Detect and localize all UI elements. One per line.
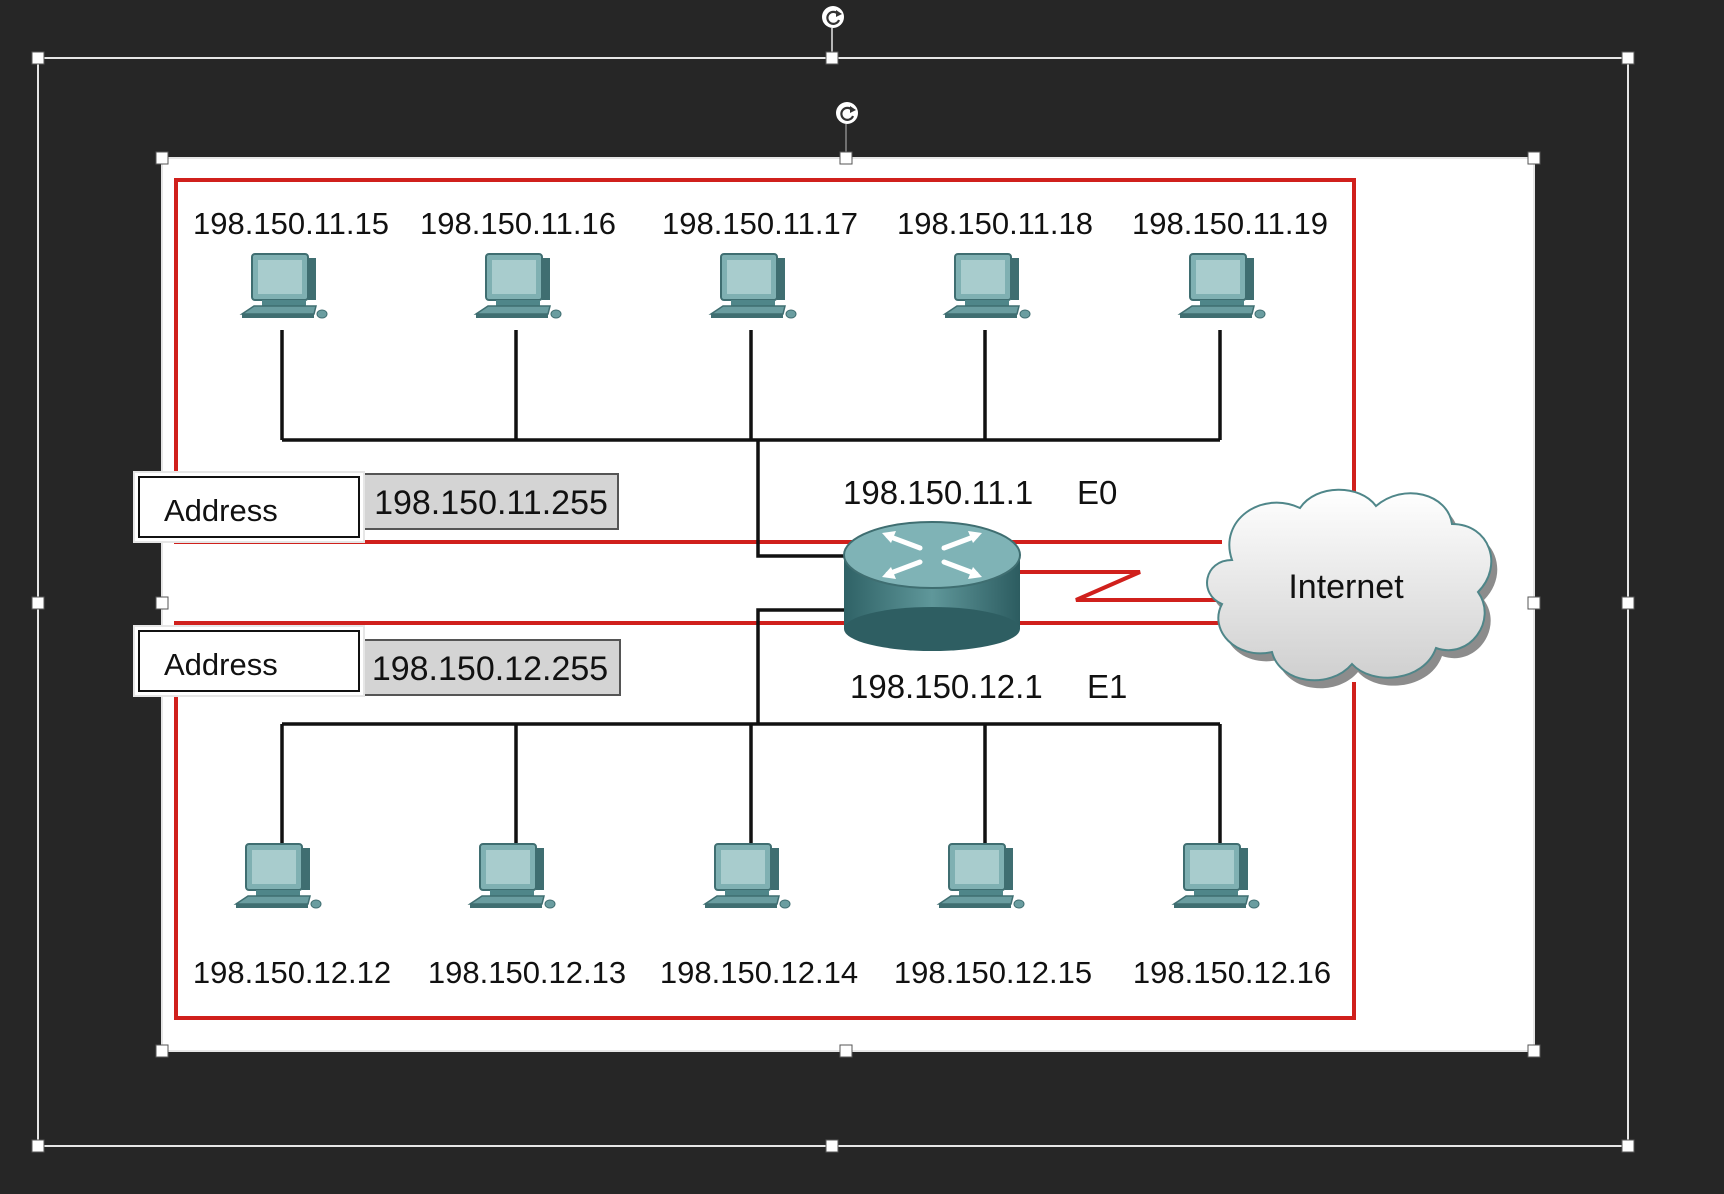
serial-link <box>1018 570 1218 602</box>
host-ip-label: 198.150.11.16 <box>420 206 616 241</box>
computer-icon <box>475 253 562 319</box>
host-ip-label: 198.150.11.15 <box>193 206 389 241</box>
internet-label: Internet <box>1288 568 1404 606</box>
host-ip-label: 198.150.12.14 <box>660 955 858 990</box>
host-ip-label: 198.150.11.18 <box>897 206 1093 241</box>
computer-icon <box>710 253 797 319</box>
host-ip-label: 198.150.11.17 <box>662 206 858 241</box>
top-host-labels: 198.150.11.15 198.150.11.16 198.150.11.1… <box>193 206 1328 241</box>
cloud-icon <box>1206 488 1498 689</box>
host-ip-label: 198.150.11.19 <box>1132 206 1328 241</box>
computer-icon <box>1179 253 1266 319</box>
bottom-bus-cable <box>280 608 1222 845</box>
computer-icon <box>235 843 322 909</box>
computer-icon <box>1173 843 1260 909</box>
bottom-broadcast-box: 198.150.12.255 <box>363 639 621 696</box>
address-callout-bottom[interactable]: Address <box>133 625 365 697</box>
address-callout-top[interactable]: Address <box>133 471 365 543</box>
interface-e1-name: E1 <box>1087 668 1127 705</box>
computer-icon <box>938 843 1025 909</box>
bottom-broadcast-address: 198.150.12.255 <box>372 650 608 688</box>
interface-e0-ip: 198.150.11.1 <box>843 474 1033 511</box>
computer-icon <box>704 843 791 909</box>
address-callout-text: Address <box>164 493 278 528</box>
network-boundaries <box>174 178 1356 1020</box>
host-ip-label: 198.150.12.16 <box>1133 955 1331 990</box>
address-callout-text: Address <box>164 647 278 682</box>
computer-icon <box>469 843 556 909</box>
outer-resize-handles[interactable] <box>31 51 1635 1153</box>
bottom-host-labels: 198.150.12.12 198.150.12.13 198.150.12.1… <box>193 955 1331 990</box>
computer-icon <box>241 253 328 319</box>
image-resize-handles[interactable] <box>155 151 1541 1058</box>
rotate-handle-icon[interactable] <box>822 6 844 28</box>
top-bus-cable <box>280 330 1222 558</box>
host-ip-label: 198.150.12.15 <box>894 955 1092 990</box>
top-broadcast-box: 198.150.11.255 <box>363 473 619 530</box>
router-icon <box>843 521 1021 651</box>
computer-icon <box>944 253 1031 319</box>
interface-e1-ip: 198.150.12.1 <box>850 668 1043 705</box>
host-ip-label: 198.150.12.12 <box>193 955 391 990</box>
host-ip-label: 198.150.12.13 <box>428 955 626 990</box>
rotate-handle-icon[interactable] <box>836 102 858 124</box>
top-broadcast-address: 198.150.11.255 <box>374 484 608 522</box>
interface-e0-name: E0 <box>1077 474 1117 511</box>
router-interface-labels: 198.150.11.1 E0 198.150.12.1 E1 <box>843 474 1127 705</box>
